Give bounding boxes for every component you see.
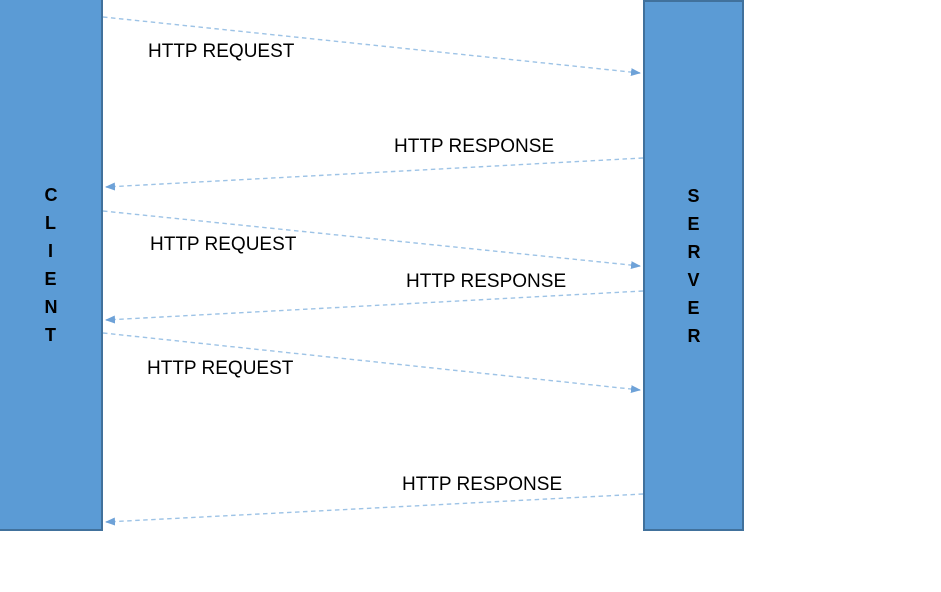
message-label-http-request-2: HTTP REQUEST	[150, 234, 297, 255]
http-response-arrow-2	[105, 290, 644, 324]
client-label: CLIENT	[44, 184, 58, 345]
server-box: SERVER	[643, 0, 744, 531]
message-label-http-request-3: HTTP REQUEST	[147, 358, 294, 379]
message-label-http-response-3: HTTP RESPONSE	[402, 474, 563, 495]
http-response-arrow-1	[105, 157, 644, 191]
message-label-http-response-1: HTTP RESPONSE	[394, 136, 555, 157]
client-box: CLIENT	[0, 0, 103, 531]
message-label-http-response-2: HTTP RESPONSE	[406, 271, 567, 292]
message-label-http-request-1: HTTP REQUEST	[148, 41, 295, 62]
http-response-arrow-3	[105, 493, 644, 526]
server-label: SERVER	[687, 185, 701, 346]
